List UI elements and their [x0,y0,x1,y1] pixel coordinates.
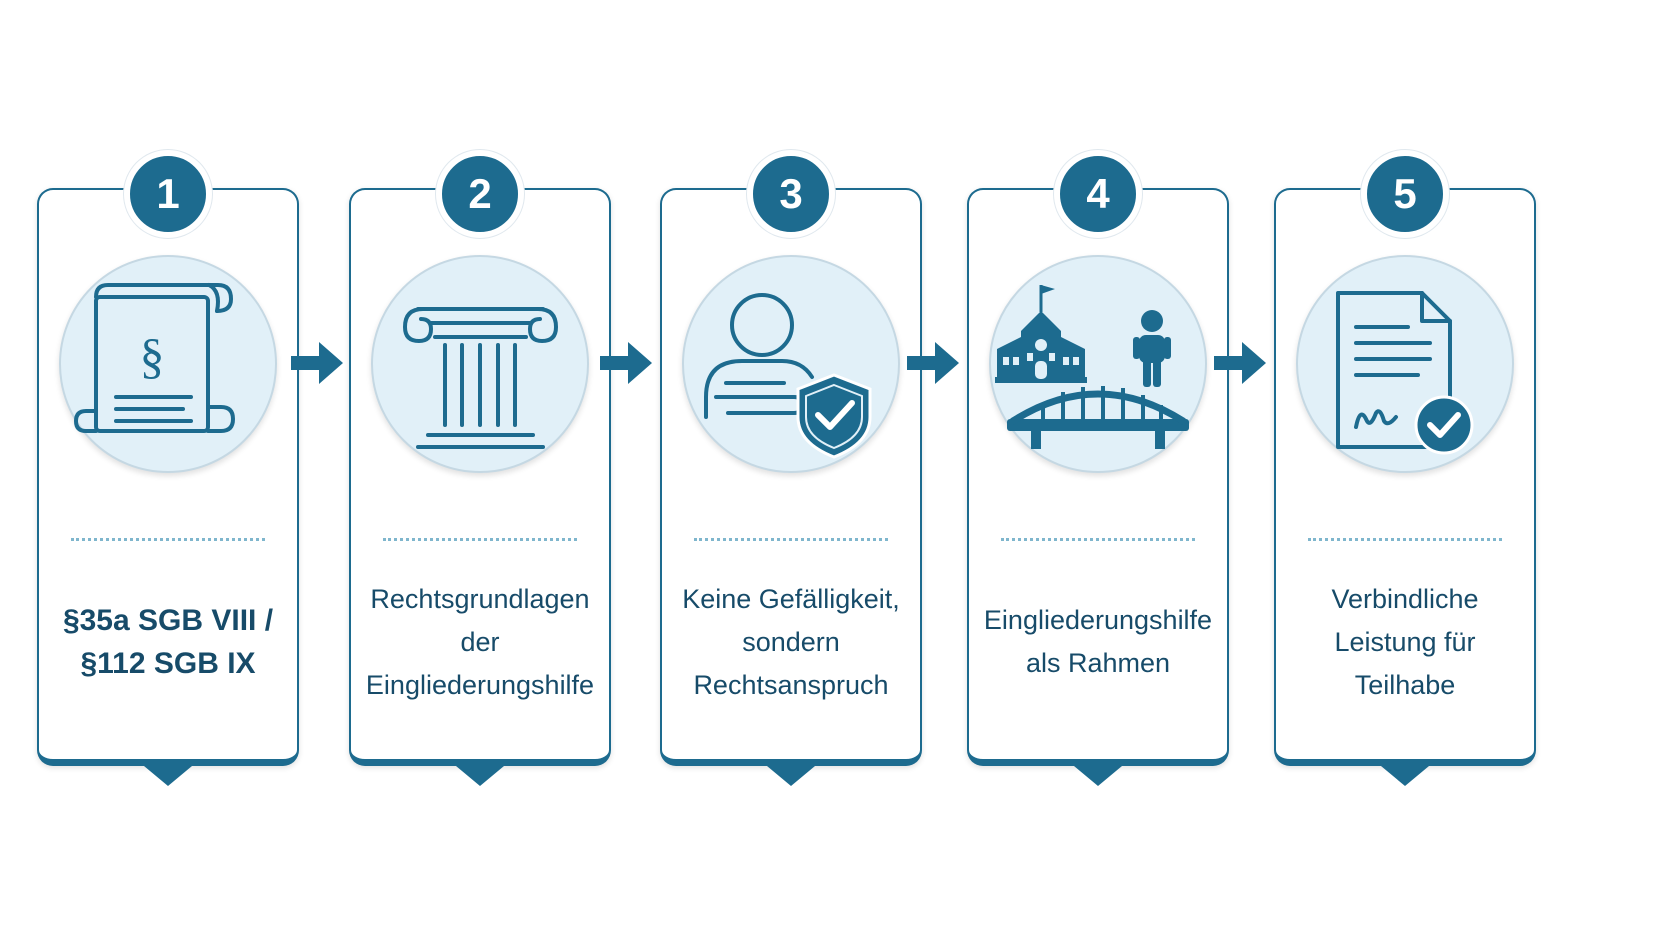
step-4: 4 [967,150,1229,800]
step-label: Verbindliche Leistung für Teilhabe [1331,583,1479,700]
document-signature-check-icon [1296,255,1514,473]
step-label: Keine Gefälligkeit, sondern Rechtsanspru… [682,583,900,700]
step-1: 1 § §35a SGB VIII / §112 SGB IX [37,150,299,800]
step-label: Eingliederungshilfe als Rahmen [983,605,1213,678]
dotted-divider [1001,538,1195,541]
card-pointer [1074,766,1122,786]
dotted-divider [383,538,577,541]
person-shield-check-icon [682,255,900,473]
arrow-right-icon [291,342,343,384]
step-number-badge: 3 [747,150,835,238]
school-bridge-child-icon [989,255,1207,473]
step-label: Rechtsgrundlagen der Eingliederungshilfe [365,583,595,700]
card-pointer [456,766,504,786]
card-pointer [767,766,815,786]
step-5: 5 Verbindliche Leistung für Teilhabe [1274,150,1536,800]
step-label: §35a SGB VIII / §112 SGB IX [62,604,274,680]
column-pillar-icon [371,255,589,473]
dotted-divider [71,538,265,541]
step-number-badge: 1 [124,150,212,238]
step-number-badge: 5 [1361,150,1449,238]
arrow-right-icon [600,342,652,384]
svg-text:§: § [140,328,165,384]
step-3: 3 Keine Gefälligkeit, sondern Rechtsansp… [660,150,922,800]
arrow-right-icon [1214,342,1266,384]
card-pointer [1381,766,1429,786]
step-number-badge: 4 [1054,150,1142,238]
scroll-paragraph-icon: § [59,255,277,473]
dotted-divider [1308,538,1502,541]
step-2: 2 Rechtsgrundlagen der Eingliederungshil… [349,150,611,800]
card-pointer [144,766,192,786]
step-number-badge: 2 [436,150,524,238]
dotted-divider [694,538,888,541]
arrow-right-icon [907,342,959,384]
